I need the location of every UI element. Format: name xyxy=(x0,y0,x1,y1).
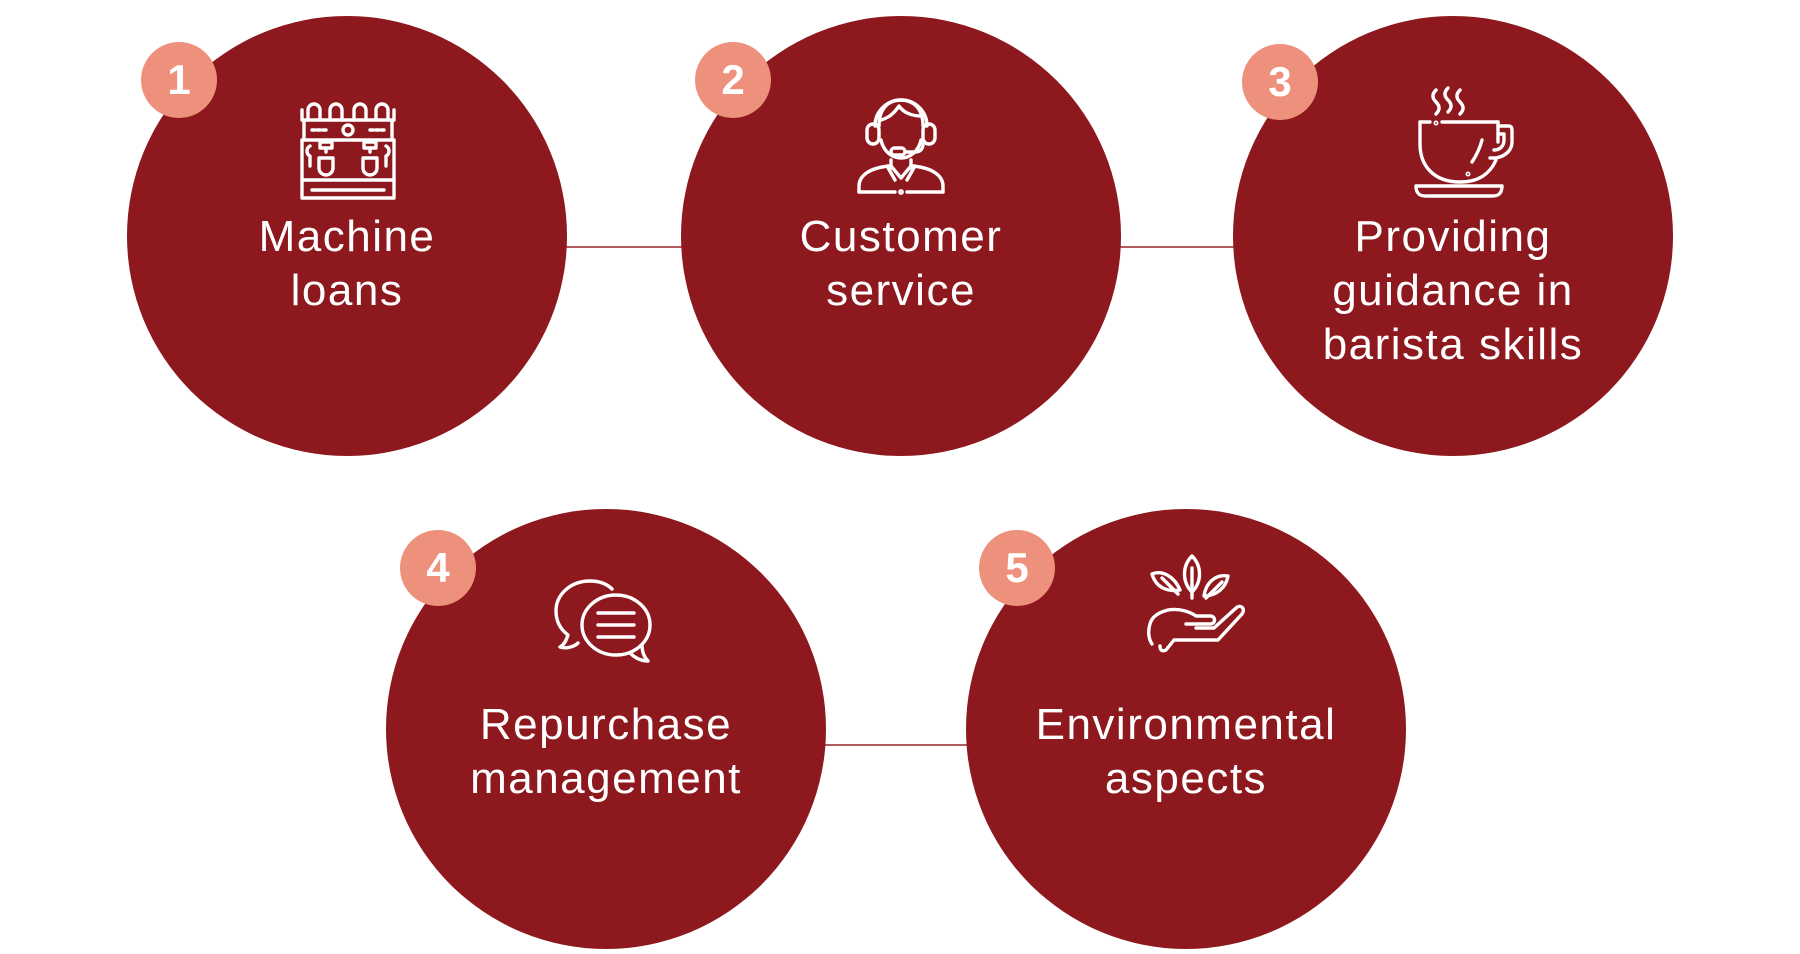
customer-support-headset-icon xyxy=(841,80,961,200)
label-line: management xyxy=(470,754,742,803)
label-line: service xyxy=(826,266,976,315)
step-label-5: Environmental aspects xyxy=(986,698,1386,806)
plant-in-hand-icon xyxy=(1130,548,1250,668)
label-line: barista skills xyxy=(1322,320,1584,369)
step-label-2: Customer service xyxy=(701,210,1101,318)
espresso-machine-icon xyxy=(288,90,408,210)
step-label-4: Repurchase management xyxy=(406,698,806,806)
step-badge-3: 3 xyxy=(1242,44,1318,120)
label-line: aspects xyxy=(1104,754,1268,803)
step-label-1: Machine loans xyxy=(147,210,547,318)
coffee-cup-icon xyxy=(1398,82,1518,202)
step-badge-4: 4 xyxy=(400,530,476,606)
label-line: Customer xyxy=(799,212,1003,261)
step-badge-5: 5 xyxy=(979,530,1055,606)
step-label-3: Providing guidance in barista skills xyxy=(1253,210,1653,372)
label-line: Repurchase xyxy=(479,700,733,749)
step-badge-2: 2 xyxy=(695,42,771,118)
label-line: loans xyxy=(290,266,404,315)
step-number: 1 xyxy=(167,56,191,103)
step-number: 4 xyxy=(426,544,450,591)
label-line: Environmental xyxy=(1035,700,1337,749)
label-line: Providing xyxy=(1354,212,1552,261)
label-line: Machine xyxy=(258,212,436,261)
label-line: guidance in xyxy=(1332,266,1574,315)
step-number: 3 xyxy=(1268,58,1292,105)
step-number: 5 xyxy=(1005,544,1029,591)
connector-2-3 xyxy=(1119,246,1235,248)
connector-4-5 xyxy=(825,744,968,746)
step-number: 2 xyxy=(721,56,745,103)
chat-bubbles-icon xyxy=(546,575,666,695)
step-badge-1: 1 xyxy=(141,42,217,118)
connector-1-2 xyxy=(566,246,684,248)
